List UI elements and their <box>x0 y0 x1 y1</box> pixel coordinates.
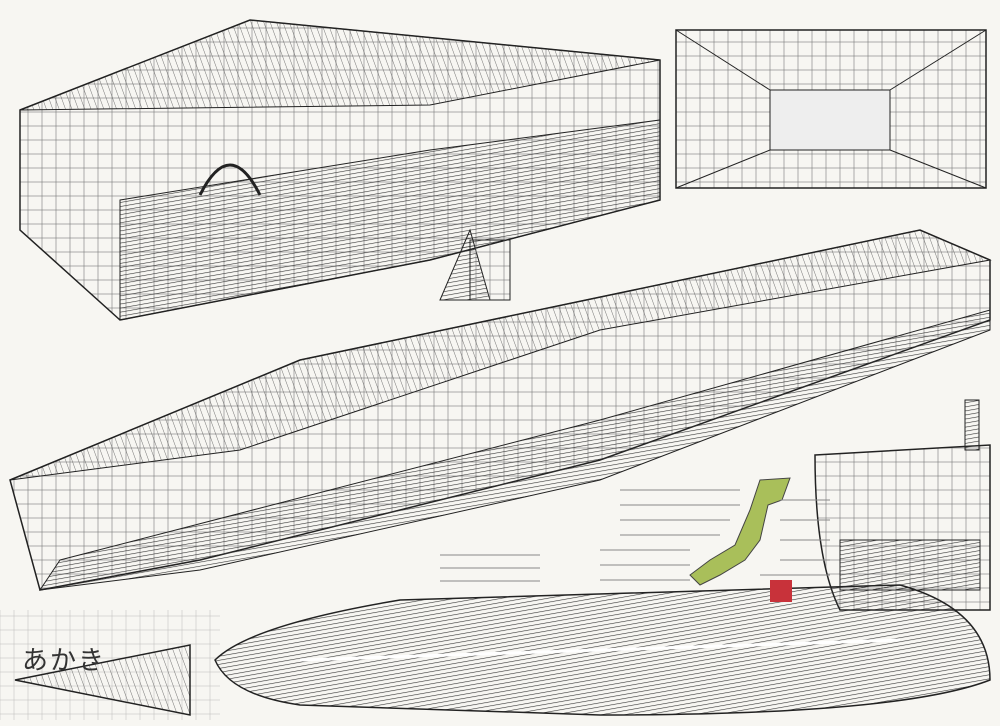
main-carrier-cutaway <box>9 228 992 591</box>
handwritten-notes <box>440 489 830 582</box>
hangar-interior-view <box>675 29 987 189</box>
ship-name-title: あかき <box>22 646 107 676</box>
hull-section-cutaway <box>19 19 661 321</box>
stern-plan-view <box>0 610 220 720</box>
deck-plan-view <box>214 584 991 716</box>
artist-seal <box>770 580 792 602</box>
japan-map <box>689 477 791 586</box>
hull-cross-section <box>814 399 991 611</box>
